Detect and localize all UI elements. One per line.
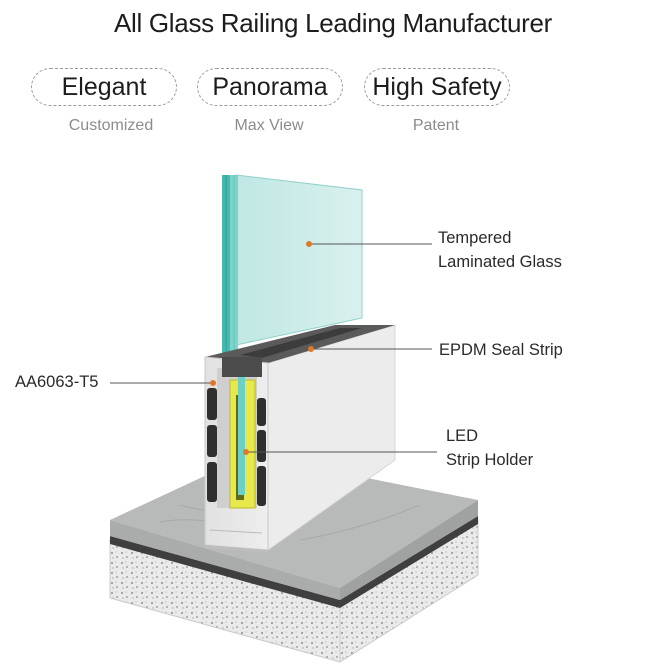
feature-panorama-sub: Max View bbox=[234, 117, 304, 134]
feature-panorama-pill: Panorama bbox=[197, 68, 343, 106]
callout-alloy bbox=[110, 380, 216, 386]
feature-safety-pill: High Safety bbox=[364, 68, 510, 106]
feature-safety-label: High Safety bbox=[372, 72, 502, 101]
feature-elegant-label: Elegant bbox=[61, 72, 147, 101]
callout-led bbox=[243, 449, 437, 455]
feature-safety-sub: Patent bbox=[412, 117, 460, 134]
aluminum-profile bbox=[204, 324, 396, 553]
glass-panel bbox=[222, 174, 363, 357]
alloy-marker bbox=[210, 380, 216, 386]
led-label-line2: Strip Holder bbox=[446, 451, 534, 469]
glass-label-line1: Tempered bbox=[438, 229, 512, 247]
page-title: All Glass Railing Leading Manufacturer bbox=[113, 8, 553, 38]
led-marker bbox=[243, 449, 249, 455]
callout-glass bbox=[306, 241, 432, 247]
callout-seal bbox=[308, 346, 432, 352]
feature-elegant-pill: Elegant bbox=[31, 68, 177, 106]
seal-marker bbox=[308, 346, 314, 352]
glass-marker bbox=[306, 241, 312, 247]
led-label: LED Strip Holder bbox=[446, 424, 533, 472]
feature-panorama-label: Panorama bbox=[212, 72, 328, 101]
alloy-label: AA6063-T5 bbox=[15, 373, 99, 391]
seal-label: EPDM Seal Strip bbox=[439, 341, 563, 359]
feature-elegant-sub: Customized bbox=[68, 117, 154, 134]
glass-label-line2: Laminated Glass bbox=[438, 253, 562, 271]
glass-label: Tempered Laminated Glass bbox=[438, 226, 562, 274]
led-label-line1: LED bbox=[446, 427, 479, 445]
